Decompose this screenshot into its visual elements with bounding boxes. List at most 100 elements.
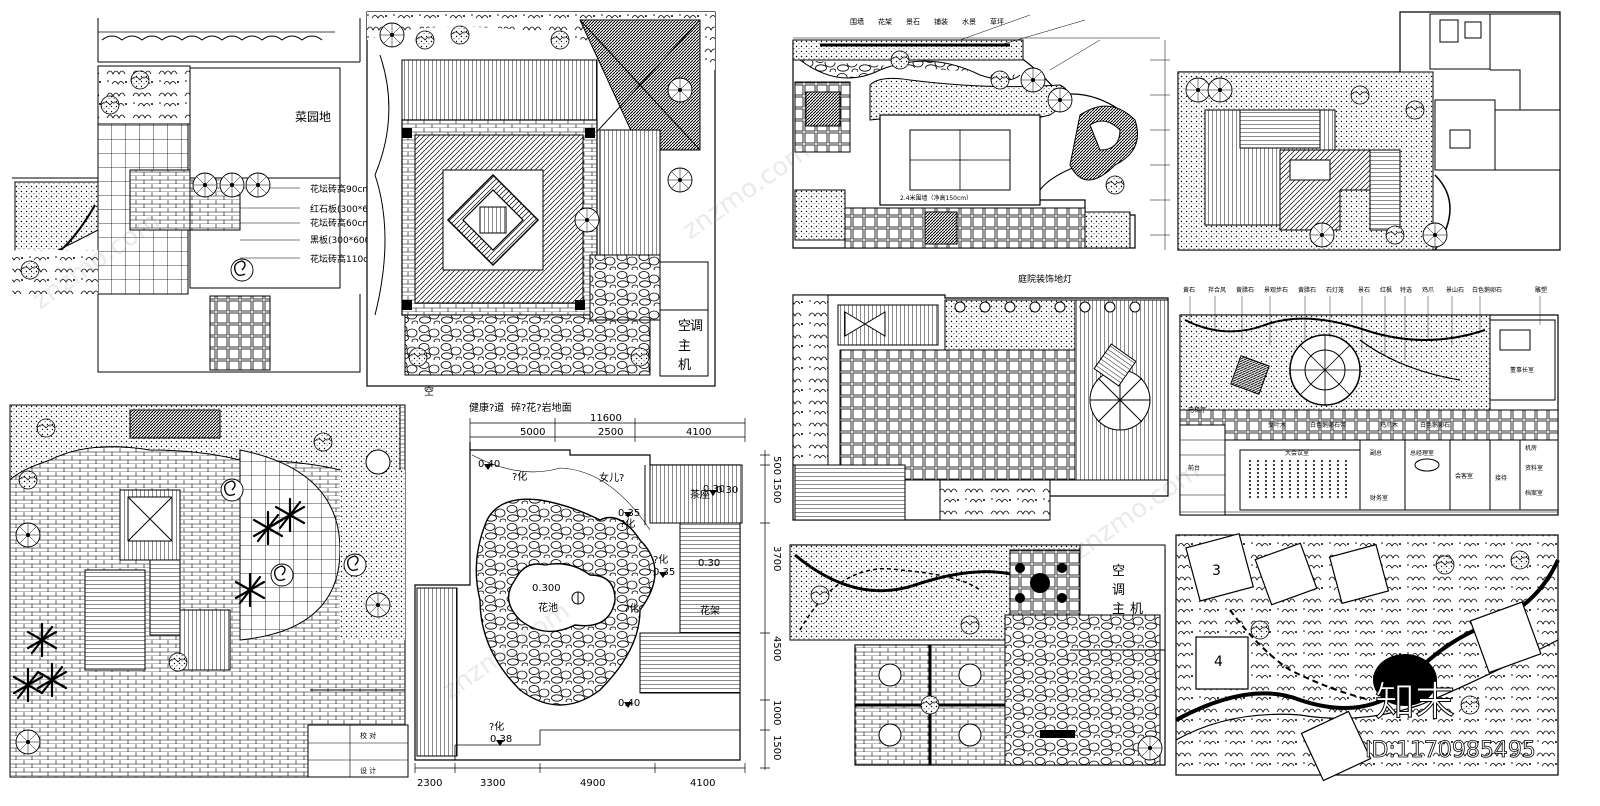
- label-health-path: 健康?道: [469, 401, 504, 414]
- dim-top-3: 4100: [686, 427, 711, 438]
- title-block-design: 设 计: [360, 766, 376, 775]
- deck-lights: [954, 301, 1141, 313]
- brand-logo: 知末 ID:1170985495: [1365, 679, 1537, 764]
- callout: 特选: [1400, 286, 1412, 294]
- room-label: 鸡爪木: [1380, 421, 1398, 429]
- callout: 黄腊石: [1236, 286, 1254, 294]
- room-labels: 受叶木 白色鹅卵石带 鸡爪木 白色鹅卵石 大会议室 总经理室 副总 财务室 机房…: [1188, 366, 1543, 502]
- callout: 黄腊石: [1298, 286, 1316, 294]
- room-label: 董事长室: [1510, 366, 1534, 374]
- dim-top-1: 5000: [520, 427, 545, 438]
- plan-panel-1: 菜园地 花坛砖高90cm 红石板(300*600 花坛砖高60cm 黑板(300…: [12, 18, 380, 373]
- villa-number: 3: [1212, 563, 1221, 579]
- dim-right-4: 4500: [771, 636, 782, 661]
- word-6: 花池: [538, 601, 558, 614]
- callouts-top: 围墙 花架 景石 铺装 水景 草坪: [850, 17, 1004, 26]
- logo-text: 知末: [1375, 679, 1455, 725]
- level-8: 0.38: [490, 734, 512, 745]
- room-label: 电梯厅: [1188, 406, 1206, 414]
- plan-panel-7: 庭院装饰地灯: [792, 273, 1169, 521]
- dim-bottom-1: 2300: [417, 778, 442, 789]
- callout: 围墙: [850, 17, 864, 26]
- dim-right-1: 500: [771, 456, 782, 475]
- plan-panel-3: 校 对 设 计: [9, 404, 409, 778]
- level-6: 0.30: [698, 558, 720, 569]
- dim-bottom-4: 4100: [690, 778, 715, 789]
- callout: 石灯笼: [1326, 286, 1344, 294]
- word-2: 女儿?: [599, 471, 624, 484]
- callout: 景石: [1358, 287, 1370, 294]
- bottom-mark: 空: [424, 385, 434, 398]
- room-label: 白色鹅卵石: [1420, 421, 1450, 429]
- plan-panel-9: 空 调 主 机: [789, 544, 1166, 766]
- callout: 花架: [878, 17, 892, 26]
- legend-note-5: 花坛砖高110cm: [310, 253, 377, 265]
- dim-bottom-3: 4900: [580, 778, 605, 789]
- callout: 水景: [962, 17, 976, 26]
- legend-note-1: 花坛砖高90cm: [310, 183, 371, 195]
- word-8: 茶座: [690, 488, 710, 501]
- legend-notes: 花坛砖高90cm 红石板(300*600 花坛砖高60cm 黑板(300*600…: [240, 183, 380, 265]
- room-label: 白色鹅卵石带: [1310, 421, 1346, 429]
- dim-right-3: 3700: [771, 546, 782, 571]
- image-id: ID:1170985495: [1365, 738, 1536, 763]
- word-7: 花架: [700, 604, 720, 617]
- ac-unit-label-top: 空 调 主 机: [678, 319, 703, 373]
- legend-note-3: 花坛砖高60cm: [310, 217, 371, 229]
- legend-note-4: 黑板(300*600): [310, 234, 374, 246]
- callout: 黄石: [1183, 286, 1195, 294]
- area-words: ?化 女儿? ?化 ?化 ?化 花池 花架 茶座 ?化: [489, 470, 720, 733]
- room-label: 档案室: [1525, 489, 1543, 497]
- word-3: ?化: [620, 517, 635, 530]
- word-1: ?化: [512, 470, 527, 483]
- villa-number: 4: [1214, 654, 1223, 670]
- dim-top-2: 2500: [598, 427, 623, 438]
- villa-1: 3: [1185, 532, 1255, 602]
- callout: 景山石: [1446, 286, 1464, 294]
- dim-note: 2.4米围墙（净高150cm）: [900, 194, 972, 202]
- dim-right-2: 1500: [771, 478, 782, 503]
- callout: 铺装: [934, 17, 948, 26]
- ac-char: 调: [1112, 583, 1125, 598]
- plan-panel-4: 健康?道 碎?花?岩地面 11600 5000 2500 4100 0.40 0…: [414, 401, 782, 789]
- callout: 雕塑: [1535, 286, 1547, 294]
- callout: 鸡爪: [1422, 286, 1434, 294]
- word-4: ?化: [653, 553, 668, 566]
- room-label: 大会议室: [1285, 449, 1309, 457]
- room-label: 接待: [1495, 474, 1507, 482]
- yard-light-title: 庭院装饰地灯: [1018, 273, 1072, 285]
- room-label: 前台: [1188, 464, 1200, 472]
- plan-panel-5: 围墙 花架 景石 铺装 水景 草坪 2.4米围墙（净高150cm）: [792, 14, 1170, 250]
- level-markers: 0.40 0.30 0.35 0.35 0.300 0.30 0.40 0.38…: [478, 459, 738, 746]
- callout: 草坪: [990, 17, 1004, 26]
- room-label: 受叶木: [1268, 421, 1286, 429]
- room-label: 副总: [1370, 449, 1382, 457]
- level-9: 0.30: [716, 485, 738, 496]
- room-label: 机房: [1525, 444, 1537, 452]
- ac-char: 机: [1130, 602, 1143, 617]
- callout: 景观步石: [1264, 286, 1288, 294]
- veg-garden-label: 菜园地: [295, 110, 331, 124]
- label-rock-floor: 碎?花?岩地面: [511, 401, 572, 414]
- dim-total: 11600: [590, 413, 622, 424]
- dim-right-5: 1000: [771, 700, 782, 725]
- ac-char: 空: [678, 319, 691, 334]
- callout: 拌合风: [1208, 286, 1226, 294]
- ac-char: 机: [678, 358, 691, 373]
- plan-panel-2: 空 调 主 机 空: [366, 11, 716, 398]
- callout: 白色鹅卵石: [1472, 286, 1502, 294]
- ac-char: 主: [1112, 602, 1125, 617]
- legend-note-2: 红石板(300*600: [310, 203, 380, 215]
- dim-right-6: 1500: [771, 735, 782, 760]
- room-label: 资料室: [1525, 464, 1543, 472]
- plan-panel-10: 3 4: [1175, 532, 1560, 782]
- room-label: 总经理室: [1410, 449, 1434, 457]
- plan-panel-8: 黄石 拌合风 黄腊石 景观步石 黄腊石 石灯笼 景石 红枫 特选 鸡爪 景山石 …: [1179, 286, 1559, 516]
- level-5: 0.300: [532, 583, 561, 594]
- callout: 红枫: [1380, 286, 1392, 294]
- level-2: 0.30: [703, 484, 725, 495]
- ac-char: 空: [1112, 564, 1125, 579]
- villa-2: 4: [1195, 636, 1249, 690]
- dim-bottom-2: 3300: [480, 778, 505, 789]
